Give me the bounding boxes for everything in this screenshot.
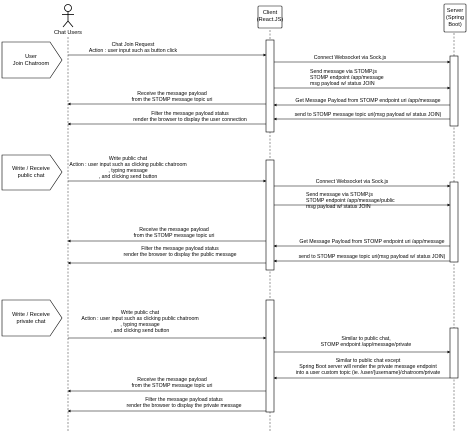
svg-text:into a user custom topic (ie.: into a user custom topic (ie. /user/{use… [296, 370, 441, 376]
msg-get-payload-2: Get Message Payload from STOMP endpoint … [273, 239, 450, 248]
chat-users-actor-icon [62, 4, 74, 28]
svg-text:Send message via STOMP.js: Send message via STOMP.js [306, 192, 373, 198]
svg-text:render the browser to display: render the browser to display the privat… [126, 403, 241, 409]
svg-text:render the browser to display: render the browser to display the public… [123, 252, 236, 258]
svg-text:Connect Websocket via Sock.js: Connect Websocket via Sock.js [316, 179, 389, 185]
msg-receive-payload-2: Receive the message payload from the STO… [67, 227, 266, 243]
msg-chat-join-request: Chat Join Request Action : user input su… [68, 42, 267, 57]
msg-send-topic-2: send to STOMP message topic uri(msg payl… [273, 254, 450, 263]
svg-text:Filter the message payload sta: Filter the message payload status [141, 246, 219, 252]
svg-text:Similar to public chat except: Similar to public chat except [336, 358, 401, 364]
svg-text:, and clicking send button: , and clicking send button [99, 174, 158, 180]
svg-text:, typing message: , typing message [108, 168, 147, 174]
svg-text:Filter the message payload sta: Filter the message payload status [151, 111, 229, 117]
svg-text:Write public chat: Write public chat [121, 310, 160, 316]
svg-text:render the browser to display: render the browser to display the user c… [133, 117, 247, 123]
msg-receive-payload-1: Receive the message payload from the STO… [67, 91, 266, 106]
svg-text:send to STOMP message topic ur: send to STOMP message topic uri(msg payl… [299, 254, 446, 260]
svg-text:Similar to public chat,: Similar to public chat, [341, 336, 390, 342]
svg-text:Chat Join Request: Chat Join Request [112, 42, 155, 48]
msg-filter-render-2: Filter the message payload status render… [67, 246, 266, 265]
svg-text:Server: Server [447, 8, 464, 14]
svg-text:STOMP endpoint /app/message: STOMP endpoint /app/message [310, 75, 384, 81]
note-user-join-chatroom: User Join Chatroom [1, 41, 63, 79]
svg-text:Action : user input such as cl: Action : user input such as clicking pub… [81, 316, 198, 322]
svg-text:Client: Client [263, 10, 278, 16]
svg-text:, typing message: , typing message [120, 322, 159, 328]
svg-text:send to STOMP message topic ur: send to STOMP message topic uri(msg payl… [295, 112, 442, 118]
client-activation-1 [265, 39, 275, 133]
server-activation-2 [449, 181, 459, 263]
msg-write-public-chat: Write public chat Action : user input su… [68, 156, 267, 183]
client-participant: Client (React.JS) [257, 5, 284, 29]
msg-similar-public-endpoint: Similar to public chat, STOMP endpoint /… [274, 336, 451, 354]
svg-text:Get Message Payload from STOMP: Get Message Payload from STOMP endpoint … [295, 98, 440, 104]
msg-similar-private-topic: Similar to public chat except Spring Boo… [273, 358, 450, 380]
msg-send-stomp-1: Send message via STOMP.js STOMP endpoint… [274, 69, 451, 90]
svg-text:msg payload w/ status JOIN: msg payload w/ status JOIN [310, 81, 375, 87]
svg-text:Action : user input such as cl: Action : user input such as clicking pub… [69, 162, 186, 168]
svg-text:from the STOMP message topic u: from the STOMP message topic uri [132, 97, 213, 103]
svg-text:STOMP endpoint /app/message/pu: STOMP endpoint /app/message/public [306, 198, 395, 204]
msg-connect-websocket-2: Connect Websocket via Sock.js [274, 179, 451, 188]
svg-text:Write / Receive: Write / Receive [12, 166, 50, 172]
msg-filter-render-1: Filter the message payload status render… [67, 111, 266, 126]
svg-text:private chat: private chat [17, 319, 46, 325]
svg-text:Receive the message payload: Receive the message payload [137, 377, 207, 383]
svg-text:STOMP endpoint /app/message/pr: STOMP endpoint /app/message/private [321, 342, 412, 348]
msg-send-topic-1: send to STOMP message topic uri(msg payl… [273, 112, 450, 121]
svg-text:from the STOMP message topic u: from the STOMP message topic uri [132, 383, 213, 389]
msg-send-stomp-2: Send message via STOMP.js STOMP endpoint… [274, 192, 451, 210]
note-public-chat: Write / Receive public chat [1, 154, 63, 191]
msg-write-private-chat: Write public chat Action : user input su… [68, 310, 267, 340]
msg-connect-websocket-1: Connect Websocket via Sock.js [274, 55, 451, 64]
server-activation-3 [449, 327, 459, 379]
note-private-chat: Write / Receive private chat [1, 299, 63, 337]
server-participant: Server (Spring Boot) [443, 3, 467, 33]
svg-text:Send message via STOMP.js: Send message via STOMP.js [310, 69, 377, 75]
svg-text:public chat: public chat [18, 173, 45, 179]
svg-text:Action : user input such as bu: Action : user input such as button click [89, 48, 178, 54]
svg-text:from the STOMP message topic u: from the STOMP message topic uri [134, 233, 215, 239]
svg-text:Write / Receive: Write / Receive [12, 312, 50, 318]
svg-text:Join Chatroom: Join Chatroom [13, 61, 50, 67]
svg-text:Boot): Boot) [448, 22, 462, 28]
svg-text:Write public chat: Write public chat [109, 156, 148, 162]
server-activation-1 [449, 55, 459, 127]
svg-text:Receive the message payload: Receive the message payload [139, 227, 209, 233]
svg-text:Get Message Payload from STOMP: Get Message Payload from STOMP endpoint … [299, 239, 444, 245]
msg-receive-payload-3: Receive the message payload from the STO… [67, 377, 266, 393]
svg-text:(Spring: (Spring [446, 15, 464, 21]
msg-get-payload-1: Get Message Payload from STOMP endpoint … [273, 98, 450, 107]
svg-text:msg payload w/ status JOIN: msg payload w/ status JOIN [306, 204, 371, 210]
client-activation-3 [265, 299, 275, 413]
svg-text:Receive the message payload: Receive the message payload [137, 91, 207, 97]
svg-text:(React.JS): (React.JS) [257, 17, 284, 23]
svg-text:Spring Boot server will render: Spring Boot server will render the priva… [299, 364, 437, 370]
chat-users-label: Chat Users [54, 30, 82, 36]
svg-text:User: User [25, 54, 37, 60]
svg-text:Connect Websocket via Sock.js: Connect Websocket via Sock.js [314, 55, 387, 61]
client-activation-2 [265, 159, 275, 271]
svg-text:, and clicking send button: , and clicking send button [111, 328, 170, 334]
svg-text:Filter the message payload sta: Filter the message payload status [145, 397, 223, 403]
msg-filter-render-3: Filter the message payload status render… [67, 397, 266, 413]
